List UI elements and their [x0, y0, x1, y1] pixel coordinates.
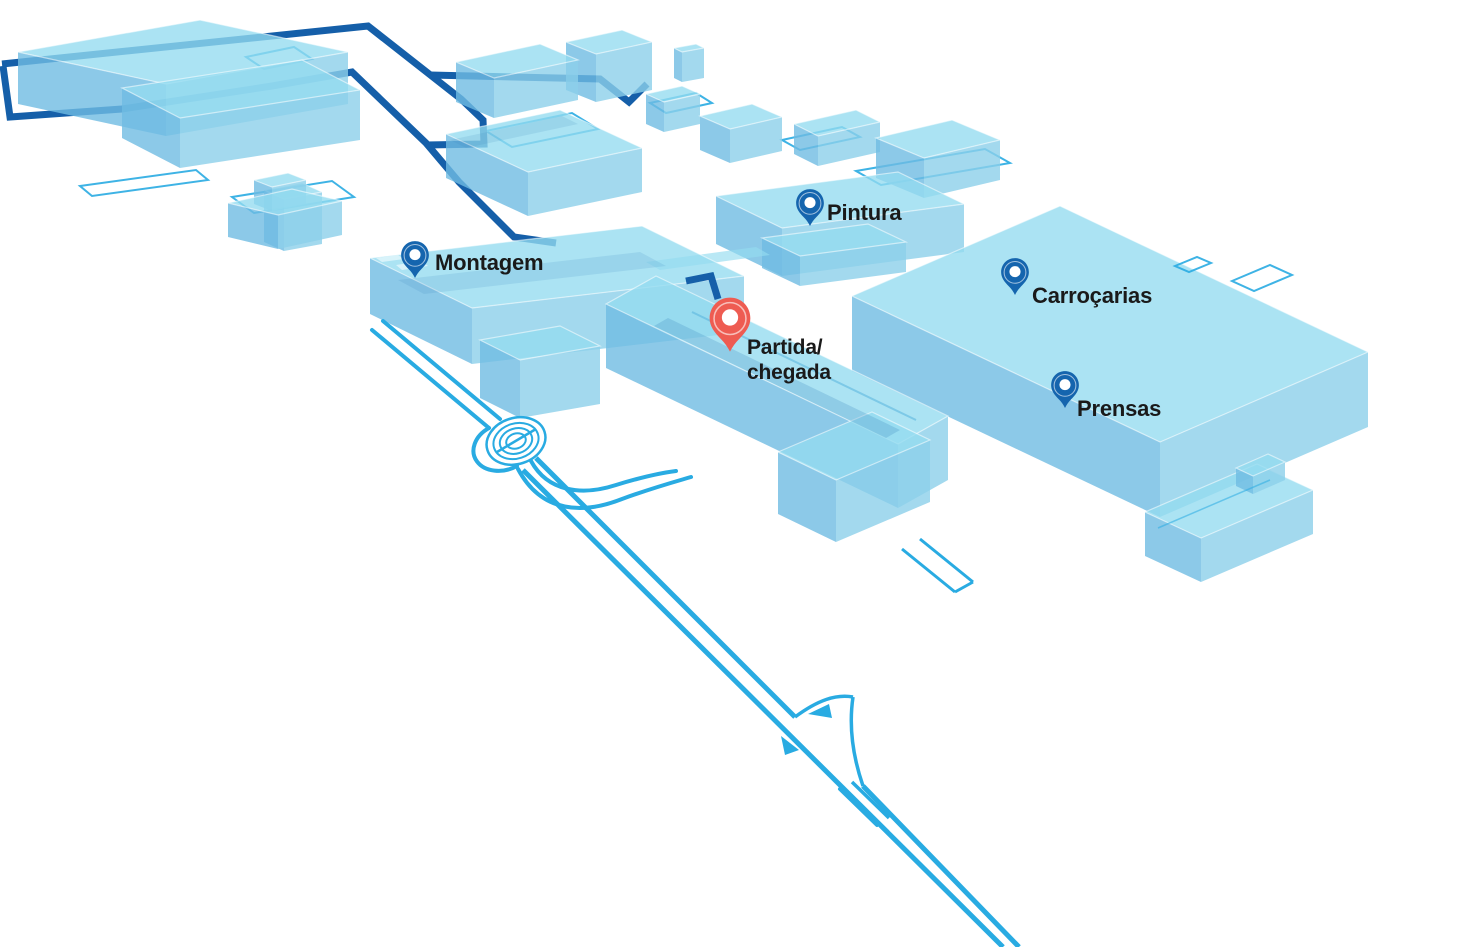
building-montagem-south-ext: [776, 411, 932, 542]
junction-stub: [838, 787, 879, 827]
building-west-small-lower: [227, 188, 343, 249]
side-road-stub: [919, 537, 974, 584]
building-north-mid-b: [644, 85, 702, 132]
road-main-upper: [534, 456, 797, 719]
road-approach: [381, 319, 502, 421]
building-montagem-step: [478, 325, 602, 418]
road-main-lower: [521, 468, 1005, 947]
building-north-mid-a: [454, 43, 580, 118]
junction-slip-road: [793, 694, 854, 719]
roundabout-icon: [485, 415, 547, 467]
building-pintura-step: [759, 223, 909, 286]
road-ramp: [529, 459, 678, 493]
building-north-tall: [563, 29, 655, 102]
roundabout-wrap: [471, 426, 519, 473]
junction-arrow: [781, 736, 799, 755]
pin-label-pintura[interactable]: Pintura: [827, 200, 903, 225]
plot-outline: [77, 168, 211, 198]
map-pin-carrocarias[interactable]: [1001, 258, 1029, 295]
map-pin-montagem[interactable]: [401, 241, 429, 278]
road-main-upper: [861, 784, 1021, 947]
route-arrival-chevron: [685, 271, 722, 301]
building-northwest-slab-b: [120, 59, 362, 168]
building-mid-block: [444, 109, 644, 216]
map-pin-partida-chegada[interactable]: [709, 297, 751, 352]
building-north-mid-c: [698, 103, 784, 163]
map-pin-pintura[interactable]: [796, 189, 824, 226]
pin-label-montagem[interactable]: Montagem: [435, 250, 544, 275]
junction-slip-road: [849, 696, 865, 787]
building-carrocarias-prensas: [850, 205, 1370, 517]
roof-outline-detail: [1229, 263, 1295, 293]
roof-vent: [376, 255, 404, 262]
building-southeast-notch: [1234, 453, 1287, 494]
roof-band-mid-block: [450, 116, 578, 148]
junction-stub: [850, 780, 891, 820]
pin-label-prensas[interactable]: Prensas: [1077, 396, 1161, 421]
road-approach: [370, 328, 491, 430]
roof-line-southeast: [1157, 479, 1271, 529]
roundabout-slash: [496, 427, 537, 454]
pin-label-carrocarias[interactable]: Carroçarias: [1032, 283, 1152, 308]
pin-label-partida-line1[interactable]: Partida/: [747, 336, 823, 359]
building-north-right-b: [874, 119, 1002, 198]
roads: [370, 319, 1021, 947]
buildings: [17, 19, 1370, 582]
side-road-stub: [901, 547, 956, 594]
map-pin-prensas[interactable]: [1051, 371, 1079, 408]
pins-and-labels: Montagem Pintura Carroçarias Prensas Par…: [401, 189, 1161, 421]
building-north-right-a: [792, 109, 882, 166]
junction-island: [808, 704, 832, 718]
side-road-stub-cap: [954, 580, 974, 594]
roof-band-montagem: [398, 252, 666, 294]
road-ramp: [516, 467, 693, 510]
route-inner-loop: [0, 65, 557, 247]
roof-outline-detail: [1172, 255, 1214, 274]
building-north-small: [672, 43, 706, 82]
pin-label-partida-line2[interactable]: chegada: [747, 361, 832, 384]
roof-band-wing: [654, 318, 900, 438]
